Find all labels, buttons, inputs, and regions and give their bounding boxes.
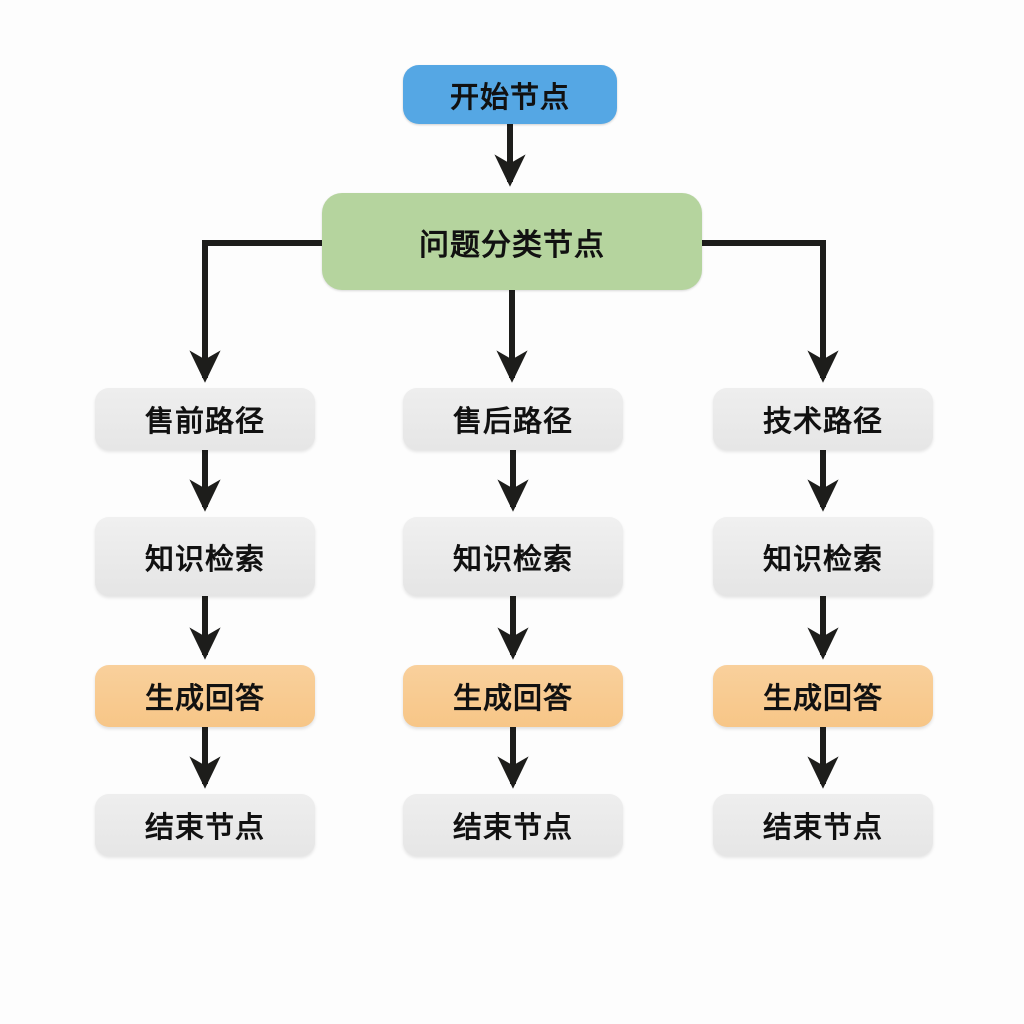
technical-generate-node: 生成回答 <box>713 665 933 727</box>
start-node: 开始节点 <box>403 65 617 124</box>
arrow-classifier-to-right <box>702 240 839 383</box>
aftersales-retrieval-node: 知识检索 <box>403 517 623 596</box>
presales-retrieval-node: 知识检索 <box>95 517 315 596</box>
classifier-node: 问题分类节点 <box>322 193 702 290</box>
technical-end-node: 结束节点 <box>713 794 933 856</box>
presales-end-node: 结束节点 <box>95 794 315 856</box>
aftersales-end-node: 结束节点 <box>403 794 623 856</box>
aftersales-path-node: 售后路径 <box>403 388 623 450</box>
arrow-classifier-to-left <box>189 240 322 383</box>
aftersales-generate-node: 生成回答 <box>403 665 623 727</box>
technical-path-node: 技术路径 <box>713 388 933 450</box>
presales-generate-node: 生成回答 <box>95 665 315 727</box>
presales-path-node: 售前路径 <box>95 388 315 450</box>
technical-retrieval-node: 知识检索 <box>713 517 933 596</box>
